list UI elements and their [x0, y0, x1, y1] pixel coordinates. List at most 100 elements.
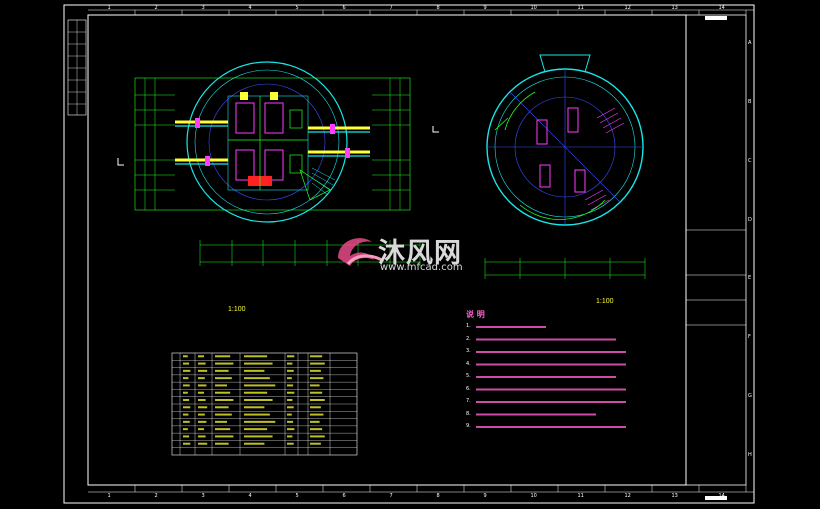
- table-cell-text: [198, 428, 204, 431]
- left-floor-plan: [117, 61, 439, 266]
- grid-column-label: 7: [389, 493, 393, 499]
- table-cell-text: [244, 362, 273, 365]
- table-cell-text: [244, 384, 276, 387]
- grid-column-label: 8: [436, 493, 440, 499]
- note-number: 2.: [466, 335, 471, 342]
- table-cell-text: [244, 420, 276, 423]
- table-cell-text: [183, 391, 188, 394]
- table-cell-text: [198, 413, 205, 416]
- table-cell-text: [310, 442, 321, 445]
- table-cell-text: [183, 369, 191, 372]
- table-cell-text: [244, 399, 273, 401]
- table-cell-text: [287, 420, 294, 423]
- grid-column-label: 6: [342, 493, 346, 499]
- table-cell-text: [215, 384, 227, 387]
- grid-column-label: 6: [342, 5, 346, 11]
- grid-column-label: 4: [248, 493, 252, 499]
- table-cell-text: [198, 435, 206, 438]
- note-line: [476, 401, 626, 403]
- table-cell-text: [310, 399, 325, 401]
- table-cell-text: [244, 442, 265, 445]
- note-number: 8.: [466, 410, 471, 417]
- table-cell-text: [183, 428, 188, 431]
- table-cell-text: [215, 442, 229, 445]
- grid-column-label: 9: [483, 5, 487, 11]
- grid-column-label: 11: [577, 5, 584, 11]
- table-cell-text: [244, 355, 268, 358]
- note-number: 3.: [466, 348, 471, 354]
- table-cell-text: [287, 362, 293, 365]
- grid-row-label: D: [748, 216, 752, 223]
- note-number: 7.: [466, 398, 471, 404]
- table-cell-text: [183, 384, 190, 387]
- note-line: [476, 413, 596, 416]
- grid-column-label: 2: [154, 5, 158, 11]
- grid-column-label: 12: [624, 493, 631, 499]
- right-plan-scale: 1:100: [596, 298, 614, 305]
- table-cell-text: [215, 391, 231, 394]
- table-cell-text: [215, 369, 229, 372]
- table-cell-text: [183, 406, 191, 409]
- table-cell-text: [310, 369, 321, 372]
- table-cell-text: [244, 435, 273, 438]
- table-cell-text: [287, 391, 295, 394]
- grid-column-label: 5: [295, 493, 299, 499]
- table-cell-text: [215, 428, 231, 431]
- grid-column-label: 4: [248, 5, 252, 11]
- grid-column-label: 7: [389, 5, 393, 11]
- table-cell-text: [198, 420, 207, 423]
- watermark-logo: [330, 228, 390, 273]
- equipment-table: [171, 352, 358, 456]
- grid-row-label: A: [748, 40, 752, 47]
- grid-column-label: 11: [577, 493, 584, 499]
- table-cell-text: [198, 406, 208, 409]
- watermark-url: www.mfcad.com: [380, 262, 463, 273]
- note-number: 5.: [466, 373, 471, 379]
- table-cell-text: [183, 435, 190, 438]
- table-cell-text: [244, 391, 268, 394]
- table-cell-text: [310, 428, 323, 431]
- note-line: [476, 376, 616, 378]
- title-block-tag: [705, 16, 727, 20]
- table-cell-text: [215, 420, 227, 423]
- table-cell-text: [244, 369, 265, 372]
- grid-column-label: 13: [671, 493, 678, 499]
- grid-column-label: 10: [530, 493, 537, 499]
- table-cell-text: [215, 377, 232, 380]
- table-cell-text: [310, 413, 324, 416]
- table-cell-text: [215, 413, 232, 416]
- sheet-grid-ticks: [134, 10, 747, 492]
- grid-column-label: 2: [154, 493, 158, 499]
- table-cell-text: [183, 413, 189, 416]
- note-number: 6.: [466, 385, 471, 392]
- grid-column-label: 8: [436, 5, 440, 11]
- table-cell-text: [215, 355, 231, 358]
- table-cell-text: [310, 377, 324, 380]
- table-cell-text: [198, 362, 206, 365]
- table-cell-text: [310, 384, 320, 387]
- grid-column-label: 10: [530, 5, 537, 11]
- watermark-emblem-icon: [338, 238, 383, 266]
- table-cell-text: [244, 413, 270, 416]
- sheet-outer-frame: [63, 4, 755, 504]
- table-cell-text: [287, 384, 294, 387]
- table-cell-text: [244, 406, 265, 409]
- table-cell-text: [215, 362, 234, 365]
- table-cell-text: [183, 420, 190, 423]
- table-cell-text: [215, 399, 234, 401]
- table-cell-text: [310, 406, 321, 409]
- grid-column-label: 1: [107, 5, 111, 11]
- grid-column-label: 12: [624, 5, 631, 11]
- note-line: [476, 326, 546, 328]
- grid-row-label: G: [748, 392, 752, 399]
- table-cell-text: [198, 384, 207, 387]
- table-cell-text: [183, 442, 191, 445]
- table-cell-text: [287, 435, 293, 438]
- grid-column-label: 9: [483, 493, 487, 499]
- watermark-brand: 沐风网: [378, 238, 462, 269]
- table-cell-text: [287, 369, 294, 372]
- grid-column-label: 1: [107, 493, 111, 499]
- table-cell-text: [215, 406, 229, 409]
- table-cell-text: [198, 442, 208, 445]
